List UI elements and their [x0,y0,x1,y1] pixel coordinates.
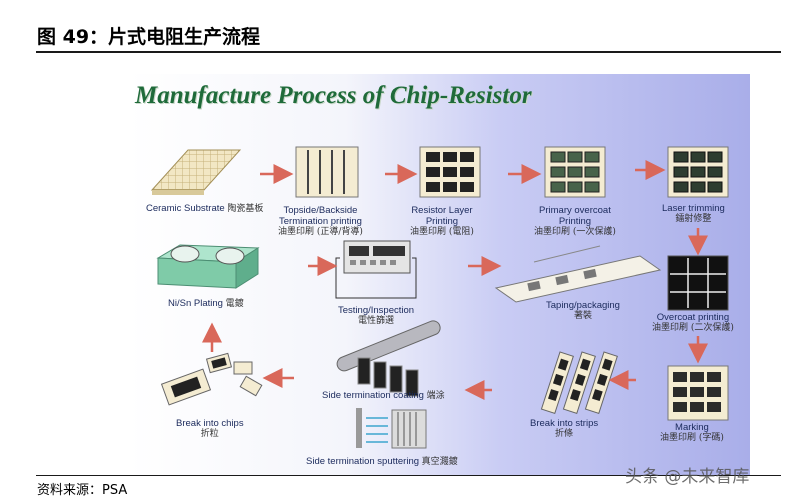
step-label-testing-inspection: Testing/Inspection 電性篩選 [338,305,414,327]
diagram-title: Manufacture Process of Chip-Resistor [135,82,532,109]
step-label-termination-printing: Topside/Backside Termination printing 油墨… [278,205,363,238]
step-cn: 油墨印刷 (一次保護) [534,227,616,237]
step-cn: 折粒 [200,429,219,439]
top-rule [36,51,781,53]
step-en-2: Printing [425,216,459,227]
step-label-laser-trimming: Laser trimming 鐳射修整 [662,203,725,225]
source-note: 资料来源：PSA [37,483,128,498]
step-cn: 端涂 [426,391,445,401]
step-en: Laser trimming [662,203,725,214]
step-cn: 油墨印刷 (二次保護) [652,323,734,333]
overcoat-printing-illustration [667,255,729,311]
step-cn: 真空濺鍍 [421,457,458,467]
resistor-layer-illustration [419,146,481,198]
step-label-ceramic-substrate: Ceramic Substrate 陶瓷基板 [146,203,263,215]
step-label-break-into-chips: Break into chips 折粒 [176,418,244,440]
step-en: Ceramic Substrate [146,203,225,214]
step-cn: 電性篩選 [358,316,395,326]
side-termination-coating-illustration [336,320,441,397]
step-en: Side termination sputtering [306,456,420,467]
step-label-plating: Ni/Sn Plating 電鍍 [168,298,244,310]
step-en: Topside/Backside [283,205,358,216]
bottom-rule [36,475,781,476]
termination-printing-illustration [295,146,359,198]
step-label-break-into-strips: Break into strips 折條 [530,418,598,440]
plating-illustration [156,244,260,289]
step-label-resistor-layer: Resistor Layer Printing 油墨印刷 (電阻) [410,205,474,238]
step-cn: 油墨印刷 (電阻) [410,227,474,237]
step-en: Primary overcoat [539,205,611,216]
laser-trimming-illustration [667,146,729,198]
step-label-overcoat-printing: Overcoat printing 油墨印刷 (二次保護) [652,312,734,334]
step-en: Break into chips [176,418,244,429]
flow-arrows [202,160,708,400]
step-cn: 折條 [555,429,574,439]
break-into-strips-illustration [540,351,618,415]
step-label-taping-packaging: Taping/packaging 著裝 [546,300,620,322]
step-en: Taping/packaging [546,300,620,311]
step-en: Resistor Layer [411,205,473,216]
ceramic-substrate-illustration [150,149,242,195]
step-cn: 電鍍 [225,299,244,309]
step-cn: 鐳射修整 [675,214,712,224]
marking-illustration [667,365,729,421]
testing-inspection-illustration [335,240,417,299]
figure-title: 图 49：片式电阻生产流程 [37,26,261,48]
step-en-2: Printing [558,216,592,227]
step-cn: 陶瓷基板 [227,204,264,214]
step-en: Marking [675,422,709,433]
step-label-marking: Marking 油墨印刷 (字碼) [660,422,724,444]
step-en: Overcoat printing [656,312,730,323]
watermark: 头条 @未来智库 [625,467,750,487]
side-termination-sputtering-illustration [356,408,427,449]
taping-packaging-illustration [494,245,662,303]
step-en-2: Termination printing [279,216,362,227]
step-cn: 油墨印刷 (正導/背導) [278,227,363,237]
break-into-chips-illustration [160,352,263,406]
step-label-side-termination-coating: Side termination coating 端涂 [322,390,445,402]
step-en: Break into strips [530,418,599,429]
primary-overcoat-illustration [544,146,606,198]
step-cn: 油墨印刷 (字碼) [660,433,724,443]
step-label-side-termination-sputtering: Side termination sputtering 真空濺鍍 [306,456,458,468]
step-en: Side termination coating [322,390,424,401]
step-en: Ni/Sn Plating [168,298,223,309]
step-label-primary-overcoat: Primary overcoat Printing 油墨印刷 (一次保護) [534,205,616,238]
step-en: Testing/Inspection [338,305,415,316]
step-cn: 著裝 [573,311,592,321]
